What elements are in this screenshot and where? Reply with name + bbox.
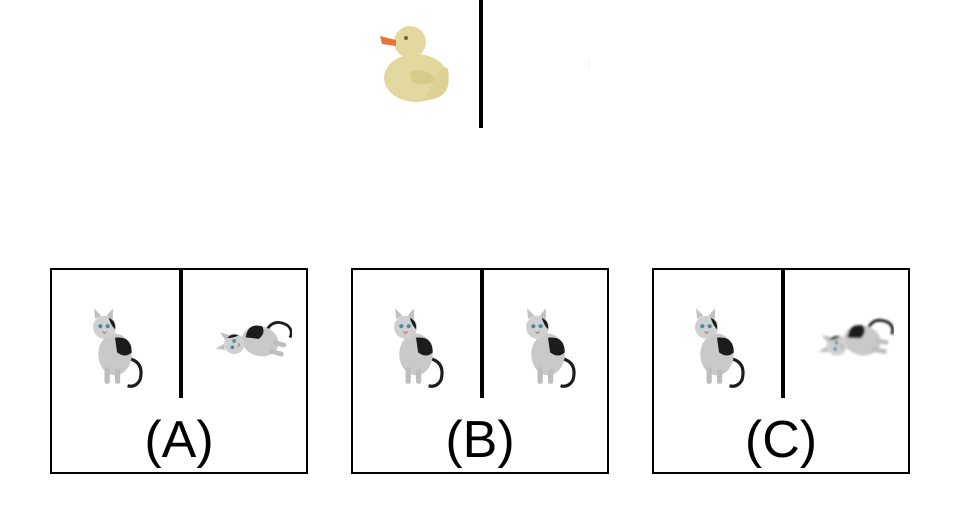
option-label: (C) [744,411,818,469]
option-c-divider [781,270,785,398]
cat-sitting-image [392,306,444,388]
option-label: (B) [445,411,515,469]
cat-sitting-image-2 [524,306,576,388]
duck-upright-image [380,26,449,102]
option-c[interactable]: (C) [652,268,910,474]
example-pair [360,0,605,128]
cat-rotated-blurred-image [817,309,894,366]
example-divider [479,0,483,128]
option-b-divider [480,270,484,398]
option-a-divider [179,270,183,398]
duck-rotated-image [500,10,590,110]
cat-sitting-image [91,306,143,388]
cat-sitting-image [693,306,745,388]
option-a[interactable]: (A) [50,268,308,474]
option-b[interactable]: (B) [351,268,609,474]
cat-rotated-image [214,306,292,369]
option-label: (A) [144,411,214,469]
